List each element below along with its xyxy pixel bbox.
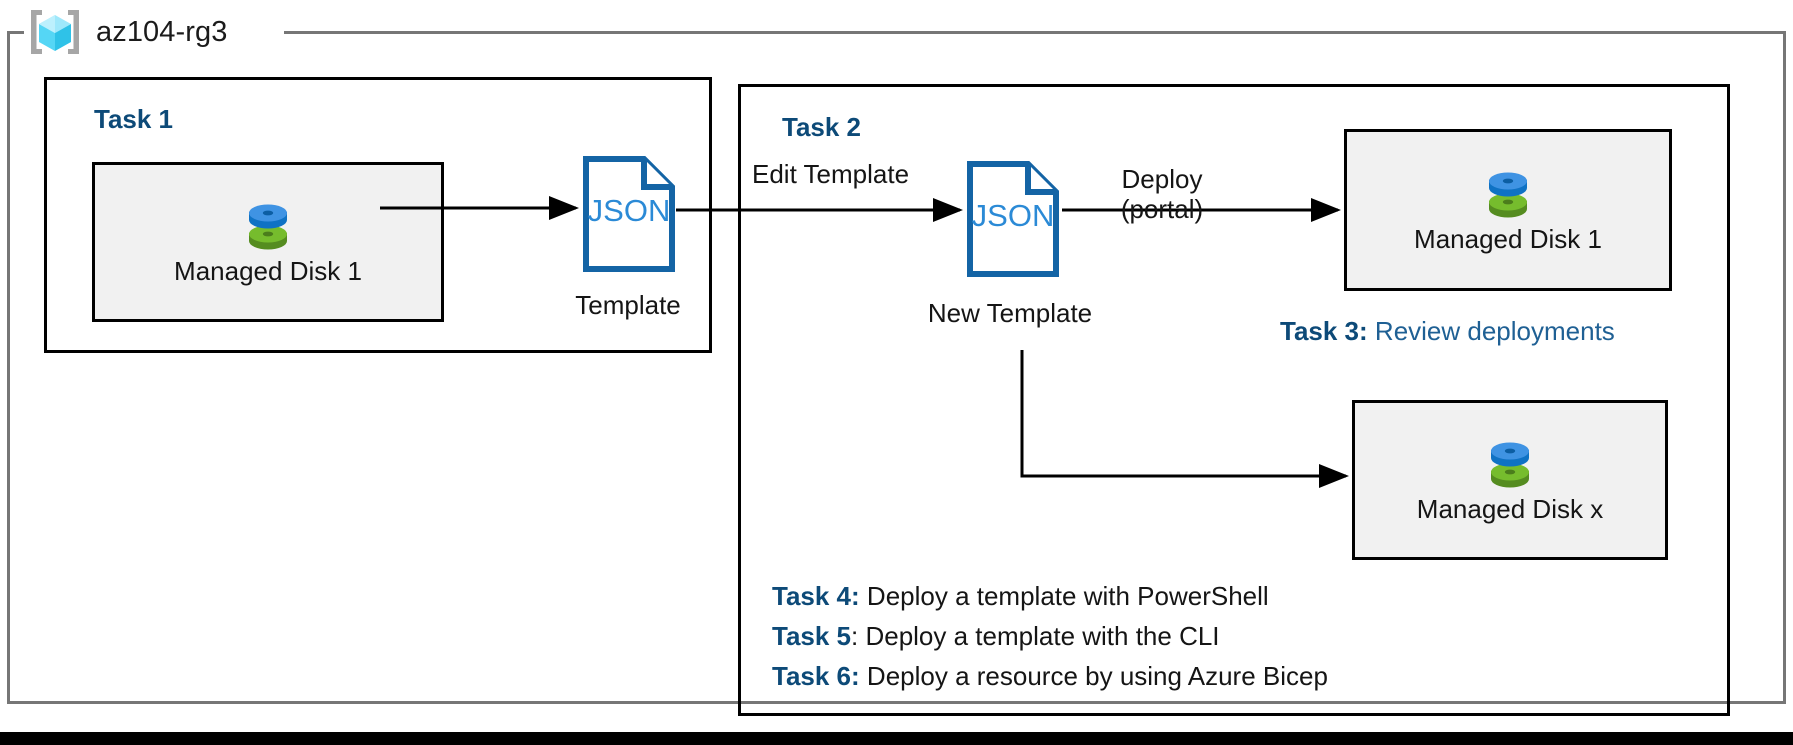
- task-3-text: Review deployments: [1367, 316, 1615, 346]
- task-6-note: Task 6: Deploy a resource by using Azure…: [772, 661, 1328, 692]
- managed-disk-x-label: Managed Disk x: [1416, 493, 1604, 524]
- task-6-tag: Task 6:: [772, 661, 860, 691]
- edge-label-deploy-line1: Deploy: [1121, 164, 1203, 194]
- resource-group-container: [7, 31, 1786, 704]
- new-template-caption: New Template: [927, 298, 1093, 328]
- json-new-template-icon: JSON: [966, 160, 1060, 278]
- managed-disk-icon: [1489, 172, 1527, 217]
- json-badge-text: JSON: [588, 193, 671, 228]
- task-4-tag: Task 4:: [772, 581, 860, 611]
- resource-group-title: az104-rg3: [28, 4, 228, 60]
- json-template-icon: JSON: [582, 155, 676, 273]
- edge-label-deploy: Deploy (portal): [1102, 164, 1222, 225]
- task-1-heading: Task 1: [94, 104, 174, 134]
- resource-group-cube-icon: [28, 6, 82, 58]
- managed-disk-1-box: Managed Disk 1: [92, 162, 444, 322]
- managed-disk-x-box: Managed Disk x: [1352, 400, 1668, 560]
- edge-label-deploy-line2: (portal): [1120, 193, 1204, 224]
- task-2-heading: Task 2: [782, 112, 862, 142]
- task-5-note: Task 5: Deploy a template with the CLI: [772, 621, 1220, 652]
- task-5-text: : Deploy a template with the CLI: [851, 621, 1220, 651]
- resource-group-name: az104-rg3: [96, 15, 228, 48]
- bottom-bar: [0, 732, 1793, 745]
- managed-disk-1-deployed-label: Managed Disk 1: [1414, 223, 1602, 254]
- task-3-tag: Task 3:: [1280, 316, 1368, 346]
- managed-disk-icon: [1491, 442, 1529, 487]
- task-3-note: Task 3: Review deployments: [1280, 316, 1615, 347]
- task-6-text: Deploy a resource by using Azure Bicep: [859, 661, 1328, 691]
- json-badge-text: JSON: [972, 198, 1055, 233]
- task-2-panel: [738, 84, 1730, 716]
- task-5-tag: Task 5: [772, 621, 852, 651]
- task-4-note: Task 4: Deploy a template with PowerShel…: [772, 581, 1269, 612]
- task-1-panel: [44, 77, 712, 353]
- edge-label-edit-template: Edit Template: [752, 159, 910, 189]
- managed-disk-1-deployed-box: Managed Disk 1: [1344, 129, 1672, 291]
- managed-disk-1-label: Managed Disk 1: [174, 255, 362, 286]
- task-4-text: Deploy a template with PowerShell: [859, 581, 1269, 611]
- managed-disk-icon: [249, 204, 287, 249]
- template-caption: Template: [575, 290, 681, 320]
